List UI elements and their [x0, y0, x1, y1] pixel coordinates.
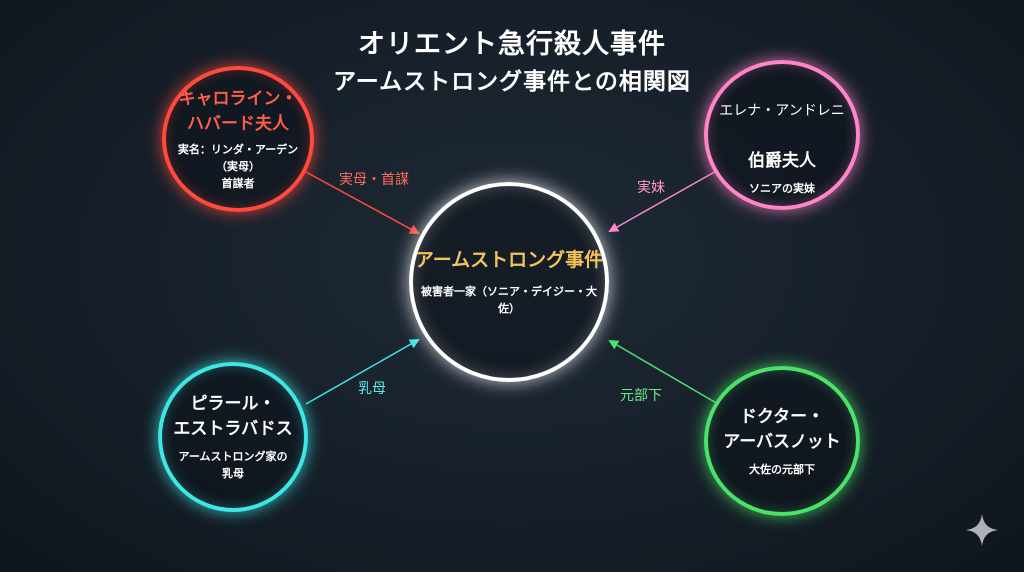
- arrow-arbuthnot-to-center: [608, 339, 719, 405]
- node-arbuthnot-note: 大佐の元部下: [749, 462, 815, 476]
- relation-label-elena: 実妹: [637, 180, 665, 196]
- node-arbuthnot-name: ドクター・ アーバスノット: [723, 406, 841, 452]
- sparkle-icon: [966, 514, 998, 546]
- node-elena-name-line1: エレナ・アンドレニ: [719, 103, 845, 119]
- relation-label-caroline: 実母・首謀: [339, 172, 409, 188]
- node-elena-name-line2: 伯爵夫人: [747, 151, 816, 171]
- node-pilar-name: ピラール・ エストラバドス: [173, 394, 293, 439]
- relation-label-arbuthnot: 元部下: [620, 388, 662, 404]
- node-armstrong-case: アームストロング事件 被害者一家（ソニア・デイジー・大佐）: [409, 182, 609, 382]
- node-caroline-name: キャロライン・ ハバード夫人: [178, 88, 298, 134]
- diagram-title: オリエント急行殺人事件: [358, 29, 666, 60]
- node-dr-arbuthnot: ドクター・ アーバスノット 大佐の元部下: [704, 366, 860, 516]
- node-elena-note: ソニアの実妹: [749, 182, 815, 195]
- node-pilar-note: アームストロング家の 乳母: [178, 450, 288, 480]
- arrow-elena-to-center: [608, 169, 719, 232]
- arrow-caroline-to-center: [305, 171, 420, 234]
- node-caroline-note: 実名：リンダ・アーデン （実母） 首謀者: [177, 142, 299, 190]
- node-armstrong-case-note: 被害者一家（ソニア・デイジー・大佐）: [421, 284, 597, 315]
- node-pilar-estravados: ピラール・ エストラバドス アームストロング家の 乳母: [158, 362, 308, 512]
- node-armstrong-case-name: アームストロング事件: [414, 248, 604, 271]
- node-elena-andrenyi: エレナ・アンドレニ 伯爵夫人 ソニアの実妹: [704, 60, 860, 210]
- node-elena-name: エレナ・アンドレニ 伯爵夫人: [719, 73, 844, 174]
- diagram-subtitle: アームストロング事件との相関図: [333, 69, 691, 95]
- arrow-pilar-to-center: [305, 339, 420, 405]
- relation-label-pilar: 乳母: [358, 381, 386, 397]
- node-caroline-hubbard: キャロライン・ ハバード夫人 実名：リンダ・アーデン （実母） 首謀者: [162, 66, 314, 212]
